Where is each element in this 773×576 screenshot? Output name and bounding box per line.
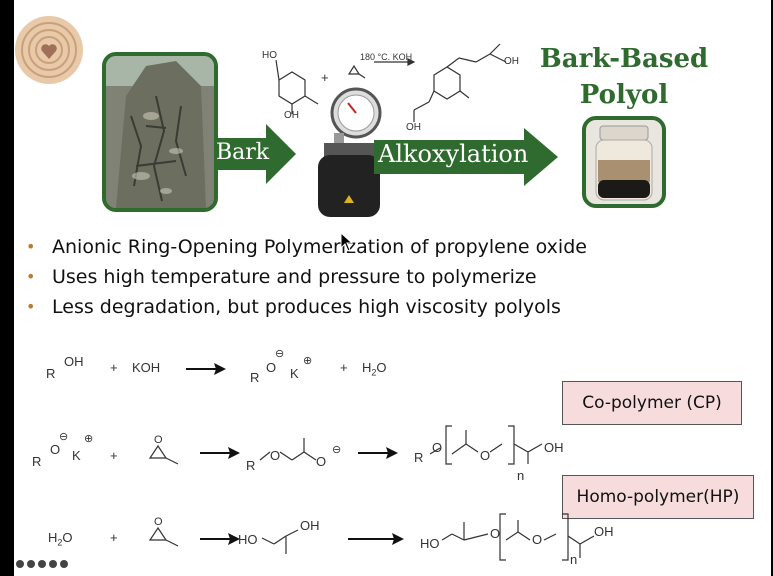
slide-control-bar[interactable] xyxy=(16,560,68,568)
top-oh-bottom-label: OH xyxy=(284,110,299,121)
r1-r: R xyxy=(46,366,56,381)
hp-o: O xyxy=(490,526,501,541)
homopolymer-box: Homo-polymer(HP) xyxy=(562,475,754,519)
slide: Bark Alkoxylation xyxy=(14,0,771,576)
r3-plus: + xyxy=(110,530,118,545)
title-line-2: Polyol xyxy=(579,80,669,110)
top-plus-label: + xyxy=(321,70,329,85)
more-icon[interactable] xyxy=(60,560,68,568)
r1-minus: ⊖ xyxy=(275,348,285,360)
bark-texture-icon xyxy=(106,56,214,208)
tree-ring-logo-icon xyxy=(15,16,83,84)
r1-plus: + xyxy=(110,360,118,375)
propylene-oxide-icon: O xyxy=(148,434,179,465)
svg-text:O: O xyxy=(154,434,163,446)
alkoxylation-arrow-label: Alkoxylation xyxy=(378,140,529,168)
bark-arrow-label: Bark xyxy=(216,140,270,165)
cp-r: R xyxy=(414,450,424,465)
bark-arrow xyxy=(214,124,296,184)
r2-int-o2: O xyxy=(316,454,327,469)
r2-o: O xyxy=(50,442,61,457)
water-h: H xyxy=(362,360,372,375)
r2-int-r: R xyxy=(246,458,256,473)
bark-photo xyxy=(102,52,218,212)
reaction-condition-label: 180 °C. KOH xyxy=(360,52,413,62)
r1-water: H2O xyxy=(362,360,387,378)
bullet-dot-icon: • xyxy=(26,267,36,286)
cp-n: n xyxy=(517,468,525,483)
r2-int-minus: ⊖ xyxy=(332,444,342,456)
prev-icon[interactable] xyxy=(16,560,24,568)
bullet-item: • Uses high temperature and pressure to p… xyxy=(24,262,587,292)
r3-water: H2O xyxy=(48,530,73,548)
copolymer-box: Co-polymer (CP) xyxy=(562,381,742,425)
bullet-text: Uses high temperature and pressure to po… xyxy=(52,266,537,288)
zoom-icon[interactable] xyxy=(49,560,57,568)
pen-icon[interactable] xyxy=(27,560,35,568)
r2-arrow2-icon xyxy=(358,447,398,459)
r3-ho: HO xyxy=(238,532,258,547)
r3-arrow2-icon xyxy=(348,533,404,545)
r2-k: K xyxy=(72,448,81,463)
polyol-jar-photo xyxy=(582,116,666,208)
r1-plus2: + xyxy=(340,360,348,375)
cp-o2: O xyxy=(480,448,491,463)
r3-oh: OH xyxy=(300,518,320,533)
bullet-list: • Anionic Ring-Opening Polymerization of … xyxy=(24,232,587,322)
hp-o2: O xyxy=(532,532,543,547)
r3-arrow-icon xyxy=(200,533,240,545)
water3-o: O xyxy=(62,530,73,545)
r1-prod-o: O xyxy=(266,360,277,375)
water3-sub: 2 xyxy=(57,537,63,548)
water-sub: 2 xyxy=(371,367,377,378)
hp-n: n xyxy=(570,552,578,567)
top-reaction-scheme xyxy=(275,43,507,122)
homopolymer-product-icon xyxy=(441,513,595,561)
r1-oh: OH xyxy=(64,354,84,369)
r1-arrow-icon xyxy=(186,363,226,375)
hp-ho: HO xyxy=(420,536,440,551)
jar-icon xyxy=(595,125,653,201)
title-line-1: Bark-Based xyxy=(539,44,709,74)
r1-koh: KOH xyxy=(132,360,161,375)
r1-plusion: ⊕ xyxy=(303,355,313,367)
top-oh-product-label: OH xyxy=(504,56,519,67)
r2-intermediate-icon xyxy=(259,438,317,461)
r2-plus: + xyxy=(110,448,118,463)
top-ho-label: HO xyxy=(262,50,277,61)
bullet-item: • Anionic Ring-Opening Polymerization of … xyxy=(24,232,587,262)
bullet-dot-icon: • xyxy=(26,237,36,256)
r2-minus: ⊖ xyxy=(59,431,69,443)
r2-arrow-icon xyxy=(200,447,240,459)
r2-int-o: O xyxy=(270,448,281,463)
bullet-text: Less degradation, but produces high visc… xyxy=(52,296,561,318)
r2-r: R xyxy=(32,454,42,469)
cp-o: O xyxy=(432,440,443,455)
water3-h: H xyxy=(48,530,58,545)
slides-icon[interactable] xyxy=(38,560,46,568)
cp-oh: OH xyxy=(544,440,564,455)
r1-prod-r: R xyxy=(250,370,260,385)
top-oh-product2-label: OH xyxy=(406,122,421,133)
mouse-cursor-icon xyxy=(340,232,354,252)
bullet-text: Anionic Ring-Opening Polymerization of p… xyxy=(52,236,587,258)
r2-plusion: ⊕ xyxy=(84,433,94,445)
alkoxylation-arrow xyxy=(374,128,558,186)
propylene-oxide-2-icon: O xyxy=(148,516,179,547)
water-o: O xyxy=(376,360,387,375)
r1-prod-k: K xyxy=(290,366,299,381)
bullet-dot-icon: • xyxy=(26,297,36,316)
copolymer-product-icon xyxy=(429,425,543,465)
hp-oh: OH xyxy=(594,524,614,539)
bullet-item: • Less degradation, but produces high vis… xyxy=(24,292,587,322)
svg-text:O: O xyxy=(154,516,163,528)
propanediol-icon xyxy=(261,529,299,554)
pressure-reactor-icon xyxy=(318,87,382,217)
